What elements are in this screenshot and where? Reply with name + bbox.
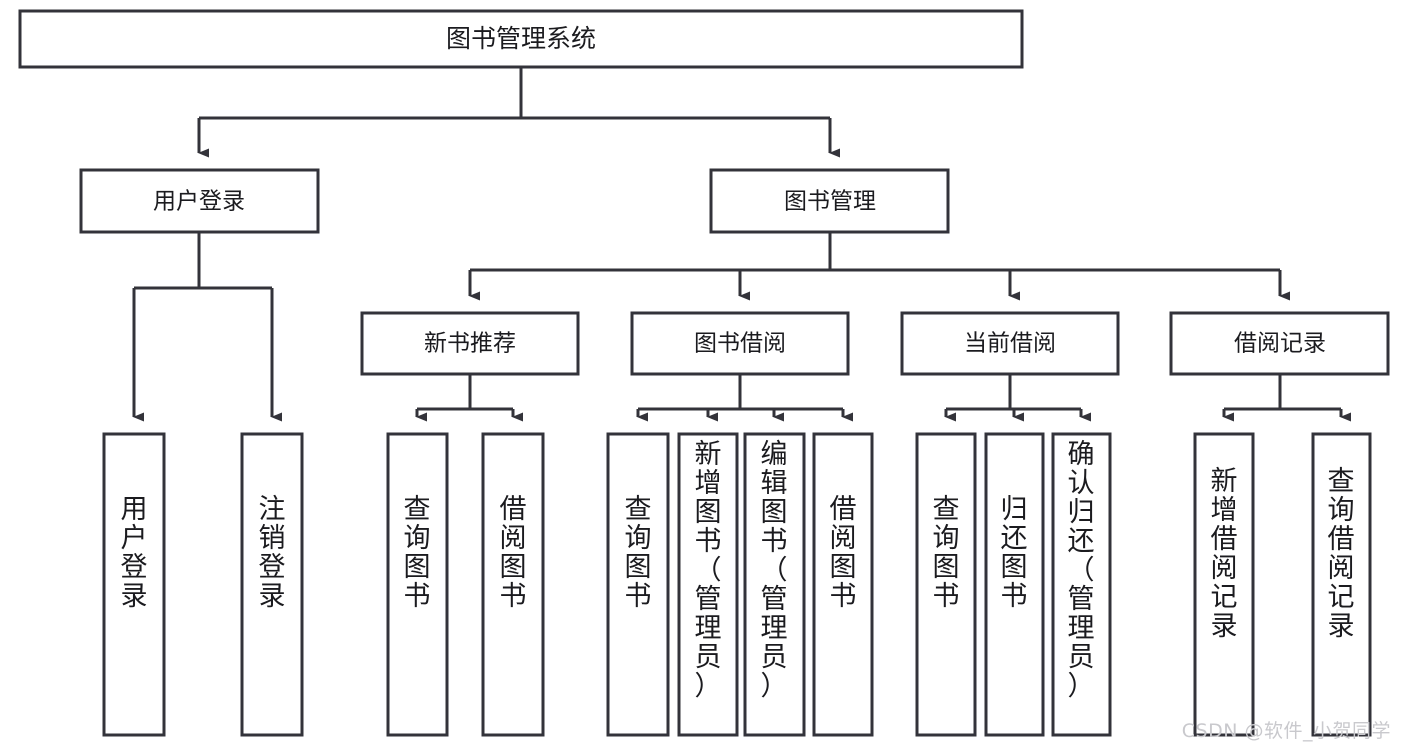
node-leaf-confirm-return-box[interactable] xyxy=(1051,432,1112,737)
node-book-borrow-label: 图书借阅 xyxy=(694,331,786,357)
connectors-borrow-record-to-leaves xyxy=(1222,374,1351,422)
node-leaf-add-record[interactable]: 新增借阅记录 xyxy=(1193,432,1255,737)
node-leaf-user-login-box[interactable] xyxy=(102,432,166,737)
node-leaf-edit-book-label: 编辑图书（管理员） xyxy=(761,439,788,702)
node-book-manage[interactable]: 图书管理 xyxy=(709,168,950,234)
node-leaf-user-login[interactable]: 用户登录 xyxy=(102,432,166,737)
node-leaf-return-book-label: 归还图书 xyxy=(1001,494,1028,612)
node-leaf-edit-book[interactable]: 编辑图书（管理员） xyxy=(743,432,806,737)
node-leaf-user-login-label: 用户登录 xyxy=(121,494,148,612)
node-borrow-record-label: 借阅记录 xyxy=(1234,331,1326,357)
node-root-box[interactable] xyxy=(18,9,1024,69)
csdn-watermark: CSDN @软件_小贺同学 xyxy=(1181,720,1391,742)
node-book-manage-label: 图书管理 xyxy=(784,189,876,215)
node-leaf-add-book-box[interactable] xyxy=(677,432,739,737)
node-leaf-confirm-return[interactable]: 确认归还（管理员） xyxy=(1051,432,1112,737)
node-leaf-borrow-book-2-label: 借阅图书 xyxy=(830,494,857,612)
connectors-level1-to-level2 xyxy=(197,67,840,158)
node-leaf-query-book-3[interactable]: 查询图书 xyxy=(915,432,977,737)
node-leaf-user-logout-label: 注销登录 xyxy=(259,494,286,612)
node-leaf-query-book-2[interactable]: 查询图书 xyxy=(606,432,670,737)
node-leaf-query-book-1-label: 查询图书 xyxy=(404,494,431,612)
node-leaf-borrow-book-2-box[interactable] xyxy=(812,432,874,737)
node-book-borrow[interactable]: 图书借阅 xyxy=(630,311,850,376)
node-borrow-record-box[interactable] xyxy=(1169,311,1390,376)
node-leaf-query-record-label: 查询借阅记录 xyxy=(1328,466,1355,642)
node-leaf-return-book-box[interactable] xyxy=(984,432,1045,737)
node-new-book-recommend-box[interactable] xyxy=(360,311,580,376)
node-leaf-query-book-1-box[interactable] xyxy=(386,432,449,737)
connectors-book-borrow-to-leaves xyxy=(636,374,853,422)
node-leaf-return-book[interactable]: 归还图书 xyxy=(984,432,1045,737)
node-leaf-add-record-box[interactable] xyxy=(1193,432,1255,737)
node-leaf-user-logout[interactable]: 注销登录 xyxy=(240,432,304,737)
node-leaf-add-record-label: 新增借阅记录 xyxy=(1211,466,1238,642)
node-root-label: 图书管理系统 xyxy=(446,24,596,53)
node-root[interactable]: 图书管理系统 xyxy=(18,9,1024,69)
node-current-borrow-label: 当前借阅 xyxy=(964,331,1056,357)
node-user-login[interactable]: 用户登录 xyxy=(79,168,320,234)
node-leaf-query-record-box[interactable] xyxy=(1311,432,1372,737)
node-leaf-borrow-book-1-box[interactable] xyxy=(481,432,545,737)
node-user-login-box[interactable] xyxy=(79,168,320,234)
node-leaf-query-book-2-box[interactable] xyxy=(606,432,670,737)
node-book-borrow-box[interactable] xyxy=(630,311,850,376)
node-leaf-query-book-3-label: 查询图书 xyxy=(933,494,960,612)
node-borrow-record[interactable]: 借阅记录 xyxy=(1169,311,1390,376)
node-leaf-borrow-book-2[interactable]: 借阅图书 xyxy=(812,432,874,737)
node-user-login-label: 用户登录 xyxy=(153,189,245,215)
node-leaf-query-book-1[interactable]: 查询图书 xyxy=(386,432,449,737)
connectors-new-book-recommend-to-leaves xyxy=(415,374,523,422)
connectors-current-borrow-to-leaves xyxy=(944,374,1091,422)
node-leaf-add-book-label: 新增图书（管理员） xyxy=(695,439,722,702)
node-new-book-recommend[interactable]: 新书推荐 xyxy=(360,311,580,376)
node-leaf-edit-book-box[interactable] xyxy=(743,432,806,737)
node-leaf-confirm-return-label: 确认归还（管理员） xyxy=(1068,439,1095,702)
connectors-user-login-to-leaves xyxy=(132,232,282,422)
node-current-borrow-box[interactable] xyxy=(900,311,1120,376)
node-new-book-recommend-label: 新书推荐 xyxy=(424,331,516,357)
node-leaf-user-logout-box[interactable] xyxy=(240,432,304,737)
node-leaf-borrow-book-1-label: 借阅图书 xyxy=(500,494,527,612)
node-book-manage-box[interactable] xyxy=(709,168,950,234)
node-leaf-add-book[interactable]: 新增图书（管理员） xyxy=(677,432,739,737)
node-leaf-borrow-book-1[interactable]: 借阅图书 xyxy=(481,432,545,737)
node-leaf-query-book-3-box[interactable] xyxy=(915,432,977,737)
node-leaf-query-record[interactable]: 查询借阅记录 xyxy=(1311,432,1372,737)
connectors-book-manage-to-level3 xyxy=(468,232,1290,301)
node-current-borrow[interactable]: 当前借阅 xyxy=(900,311,1120,376)
node-leaf-query-book-2-label: 查询图书 xyxy=(625,494,652,612)
